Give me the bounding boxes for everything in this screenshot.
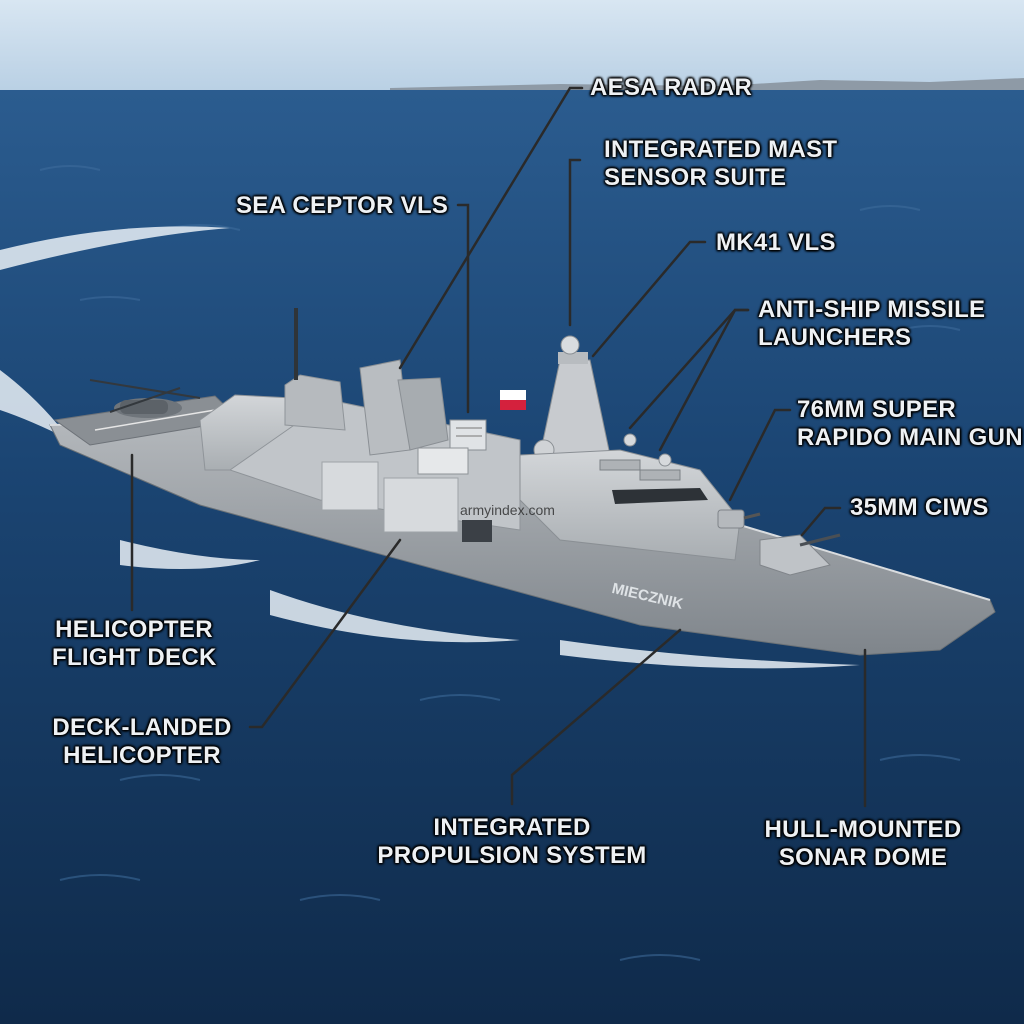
- label-line: HELICOPTER: [55, 616, 213, 643]
- leader-mast: [568, 158, 582, 327]
- sea-ceptor-vls: [449, 419, 487, 451]
- label-line: SENSOR SUITE: [604, 164, 787, 191]
- label-line: INTEGRATED MAST: [604, 136, 838, 163]
- label-line: RAPIDO MAIN GUN: [797, 424, 1023, 451]
- main-gun-turret: [759, 533, 841, 576]
- label-sonar: HULL-MOUNTED SONAR DOME: [758, 816, 968, 872]
- label-propulsion: INTEGRATED PROPULSION SYSTEM: [372, 814, 652, 870]
- leader-propulsion: [510, 628, 682, 806]
- label-ciws: 35MM CIWS: [850, 494, 989, 522]
- label-sea-ceptor: SEA CEPTOR VLS: [236, 192, 448, 220]
- label-aesa-radar: AESA RADAR: [590, 74, 752, 102]
- label-mk41: MK41 VLS: [716, 229, 836, 257]
- leader-anti-ship-2: [658, 308, 750, 452]
- label-line: HELICOPTER: [63, 742, 221, 769]
- label-anti-ship: ANTI-SHIP MISSILE LAUNCHERS: [758, 296, 985, 352]
- watermark: armyindex.com: [460, 502, 555, 518]
- label-flight-deck: HELICOPTER FLIGHT DECK: [52, 616, 216, 672]
- label-line: 35MM CIWS: [850, 494, 989, 521]
- bridge: [519, 449, 741, 561]
- leader-lines: [130, 86, 867, 808]
- ciws-mount: [717, 509, 761, 529]
- label-line: AESA RADAR: [590, 74, 753, 101]
- label-integrated-mast: INTEGRATED MAST SENSOR SUITE: [604, 136, 837, 192]
- leader-deck-helicopter: [248, 538, 402, 729]
- label-deck-helicopter: DECK-LANDED HELICOPTER: [44, 714, 240, 770]
- anti-ship-missile-launchers: [599, 459, 681, 481]
- label-line: LAUNCHERS: [758, 324, 912, 351]
- label-main-gun: 76MM SUPER RAPIDO MAIN GUN: [797, 396, 1023, 452]
- sea-waves: [39, 146, 961, 961]
- label-line: SONAR DOME: [778, 844, 948, 871]
- deck-landed-helicopter: [89, 379, 201, 418]
- aft-mast: [284, 308, 346, 431]
- leader-sea-ceptor: [456, 203, 470, 414]
- integrated-mast: [533, 335, 611, 461]
- ship-wake: [0, 226, 860, 669]
- label-line: 76MM SUPER: [797, 396, 957, 423]
- label-line: MK41 VLS: [716, 229, 836, 256]
- label-line: PROPULSION SYSTEM: [377, 842, 647, 869]
- label-line: FLIGHT DECK: [52, 644, 217, 671]
- label-line: DECK-LANDED: [52, 714, 232, 741]
- polish-flag: [500, 390, 526, 410]
- aesa-radar-structure: [359, 359, 449, 456]
- leader-ciws: [800, 506, 842, 537]
- sky: [0, 0, 1024, 92]
- label-line: HULL-MOUNTED: [764, 816, 962, 843]
- leader-aesa: [398, 86, 584, 370]
- label-line: ANTI-SHIP MISSILE: [758, 296, 986, 323]
- leader-main-gun: [728, 408, 792, 502]
- mk41-vls: [417, 447, 469, 475]
- label-line: SEA CEPTOR VLS: [236, 192, 449, 219]
- label-line: INTEGRATED: [433, 814, 591, 841]
- leader-mk41: [591, 240, 707, 358]
